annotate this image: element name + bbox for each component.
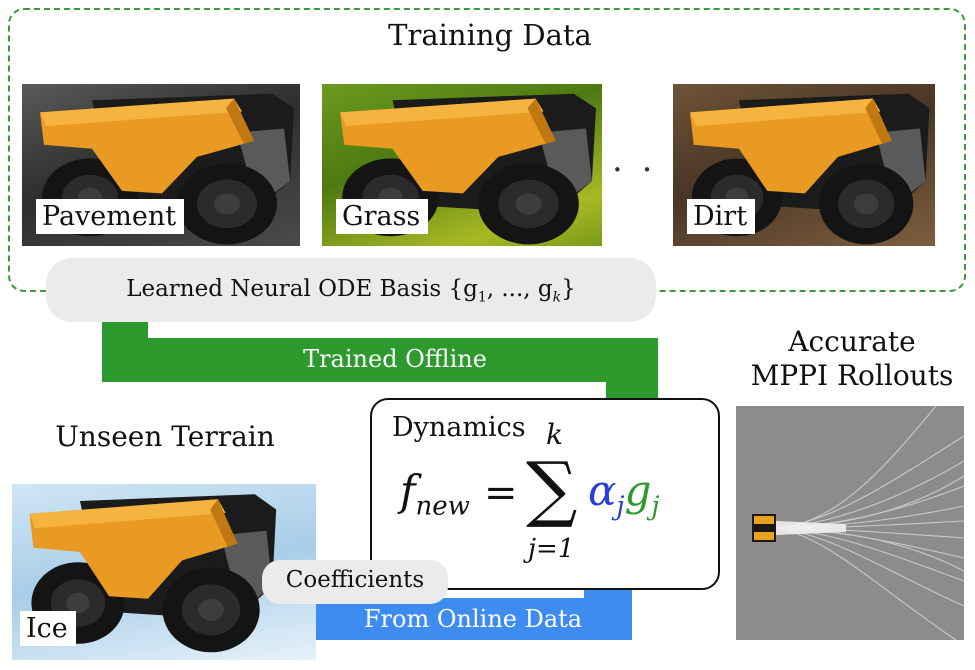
g-symbol: g bbox=[624, 466, 652, 515]
neural-ode-basis-pill bbox=[46, 258, 656, 322]
unseen-terrain-title: Unseen Terrain bbox=[55, 420, 275, 453]
alpha-subscript: j bbox=[616, 491, 625, 522]
alpha-g-term: αjgj bbox=[588, 466, 659, 521]
f-symbol: fnew bbox=[400, 466, 470, 521]
terrain-label-ice: Ice bbox=[20, 611, 76, 646]
terrain-label-grass: Grass bbox=[336, 199, 429, 234]
basis-sub-1: 1 bbox=[477, 289, 487, 306]
coefficients-pill bbox=[262, 560, 448, 604]
coefficients-label: Coefficients bbox=[285, 567, 425, 593]
terrain-tile-pavement: Pavement bbox=[22, 84, 300, 246]
dynamics-box bbox=[370, 398, 720, 590]
neural-ode-basis-label: Learned Neural ODE Basis {g1, ..., gk} bbox=[46, 276, 656, 306]
terrain-tile-grass: Grass bbox=[322, 84, 602, 246]
sum-upper-limit: k bbox=[546, 418, 563, 451]
dynamics-title: Dynamics bbox=[392, 412, 526, 443]
terrain-label-dirt: Dirt bbox=[687, 199, 756, 234]
trained-offline-arrow bbox=[102, 322, 686, 470]
f-letter: f bbox=[400, 466, 416, 515]
rollouts-title-line2: MPPI Rollouts bbox=[750, 359, 954, 392]
terrain-tile-ice: Ice bbox=[12, 484, 316, 660]
g-subscript: j bbox=[651, 491, 660, 522]
summation-sign: ∑ bbox=[526, 446, 578, 530]
from-online-data-label: From Online Data bbox=[363, 605, 583, 633]
alpha-symbol: α bbox=[588, 466, 617, 515]
f-subscript: new bbox=[415, 491, 470, 522]
online-data-arrow bbox=[312, 526, 660, 640]
equals-sign: = bbox=[484, 470, 518, 516]
training-data-title: Training Data bbox=[388, 18, 592, 52]
accurate-rollouts-title: Accurate MPPI Rollouts bbox=[728, 325, 975, 393]
terrain-tile-dirt: Dirt bbox=[673, 84, 935, 246]
sum-lower-limit: j=1 bbox=[528, 534, 575, 564]
basis-text: Learned Neural ODE Basis {g bbox=[126, 276, 478, 302]
more-terrains-ellipsis: · · · bbox=[612, 150, 687, 190]
mppi-rollouts-image bbox=[736, 406, 964, 640]
terrain-label-pavement: Pavement bbox=[36, 199, 185, 234]
rollouts-title-line1: Accurate bbox=[788, 325, 916, 358]
basis-close: } bbox=[561, 276, 576, 302]
basis-sub-k: k bbox=[552, 289, 562, 306]
basis-text-mid: , ..., g bbox=[486, 276, 553, 302]
trained-offline-label: Trained Offline bbox=[303, 345, 487, 373]
